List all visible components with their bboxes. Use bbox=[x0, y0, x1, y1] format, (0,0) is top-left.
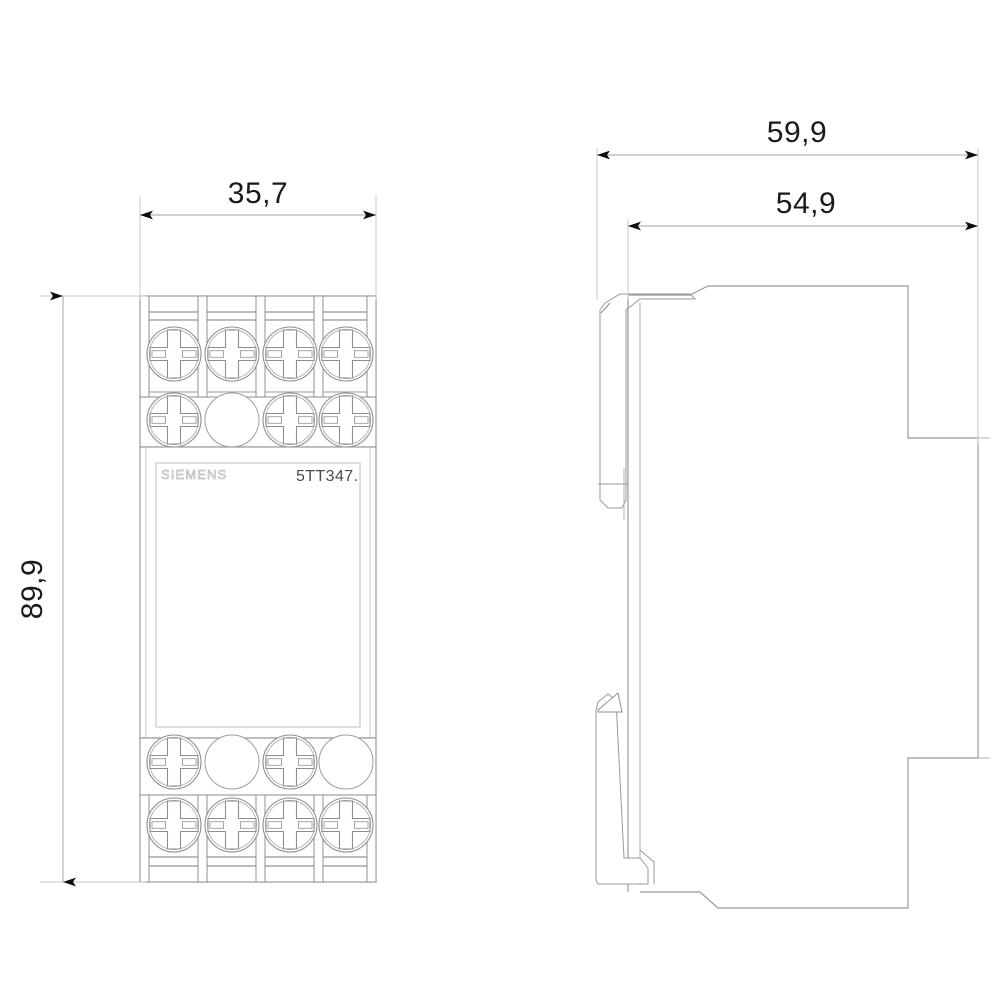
dimension-height-front: 89,9 bbox=[16, 291, 146, 887]
screw-terminal[interactable] bbox=[318, 797, 374, 853]
dimension-value-height-front: 89,9 bbox=[16, 559, 49, 619]
dimension-value-depth-body: 54,9 bbox=[776, 187, 836, 220]
screw-terminal[interactable] bbox=[262, 326, 318, 382]
screw-terminal[interactable] bbox=[262, 797, 318, 853]
dimension-width-front: 35,7 bbox=[139, 177, 377, 300]
din-rail-clip-lower bbox=[595, 693, 649, 885]
screw-terminal[interactable] bbox=[204, 326, 260, 382]
blank-hole bbox=[204, 392, 260, 448]
dimension-value-depth-overall: 59,9 bbox=[767, 116, 827, 149]
model-label: 5TT347. bbox=[296, 468, 358, 485]
blank-hole bbox=[318, 734, 374, 790]
blank-hole bbox=[204, 734, 260, 790]
screw-terminal[interactable] bbox=[146, 734, 202, 790]
bottom-block-partitions bbox=[139, 794, 377, 883]
screw-terminal[interactable] bbox=[262, 734, 318, 790]
screw-terminal[interactable] bbox=[318, 392, 374, 448]
front-top-terminal-block bbox=[139, 295, 377, 448]
top-block-rails bbox=[149, 311, 367, 321]
label-plate bbox=[155, 462, 361, 728]
screw-terminal[interactable] bbox=[146, 797, 202, 853]
front-bottom-terminal-block bbox=[139, 734, 377, 883]
din-rail-hook-upper bbox=[599, 293, 697, 509]
screw-terminal[interactable] bbox=[262, 392, 318, 448]
din-clip-tab bbox=[597, 692, 623, 713]
screw-terminal[interactable] bbox=[204, 797, 260, 853]
front-center-body bbox=[139, 446, 377, 739]
screw-terminal[interactable] bbox=[318, 326, 374, 382]
dimension-depth-body: 54,9 bbox=[627, 187, 978, 300]
dimension-depth-overall: 59,9 bbox=[596, 116, 979, 445]
side-body-outline bbox=[628, 285, 979, 909]
side-view bbox=[595, 285, 990, 909]
screw-terminal[interactable] bbox=[146, 392, 202, 448]
dimension-value-width-front: 35,7 bbox=[228, 177, 288, 210]
side-bottom-notch bbox=[639, 849, 655, 884]
bottom-block-rails bbox=[149, 856, 367, 867]
screw-terminal[interactable] bbox=[146, 326, 202, 382]
brand-label: SIEMENS bbox=[161, 467, 227, 482]
din-hook-chamfer bbox=[600, 302, 611, 314]
front-view: SIEMENS 5TT347. bbox=[139, 295, 377, 883]
